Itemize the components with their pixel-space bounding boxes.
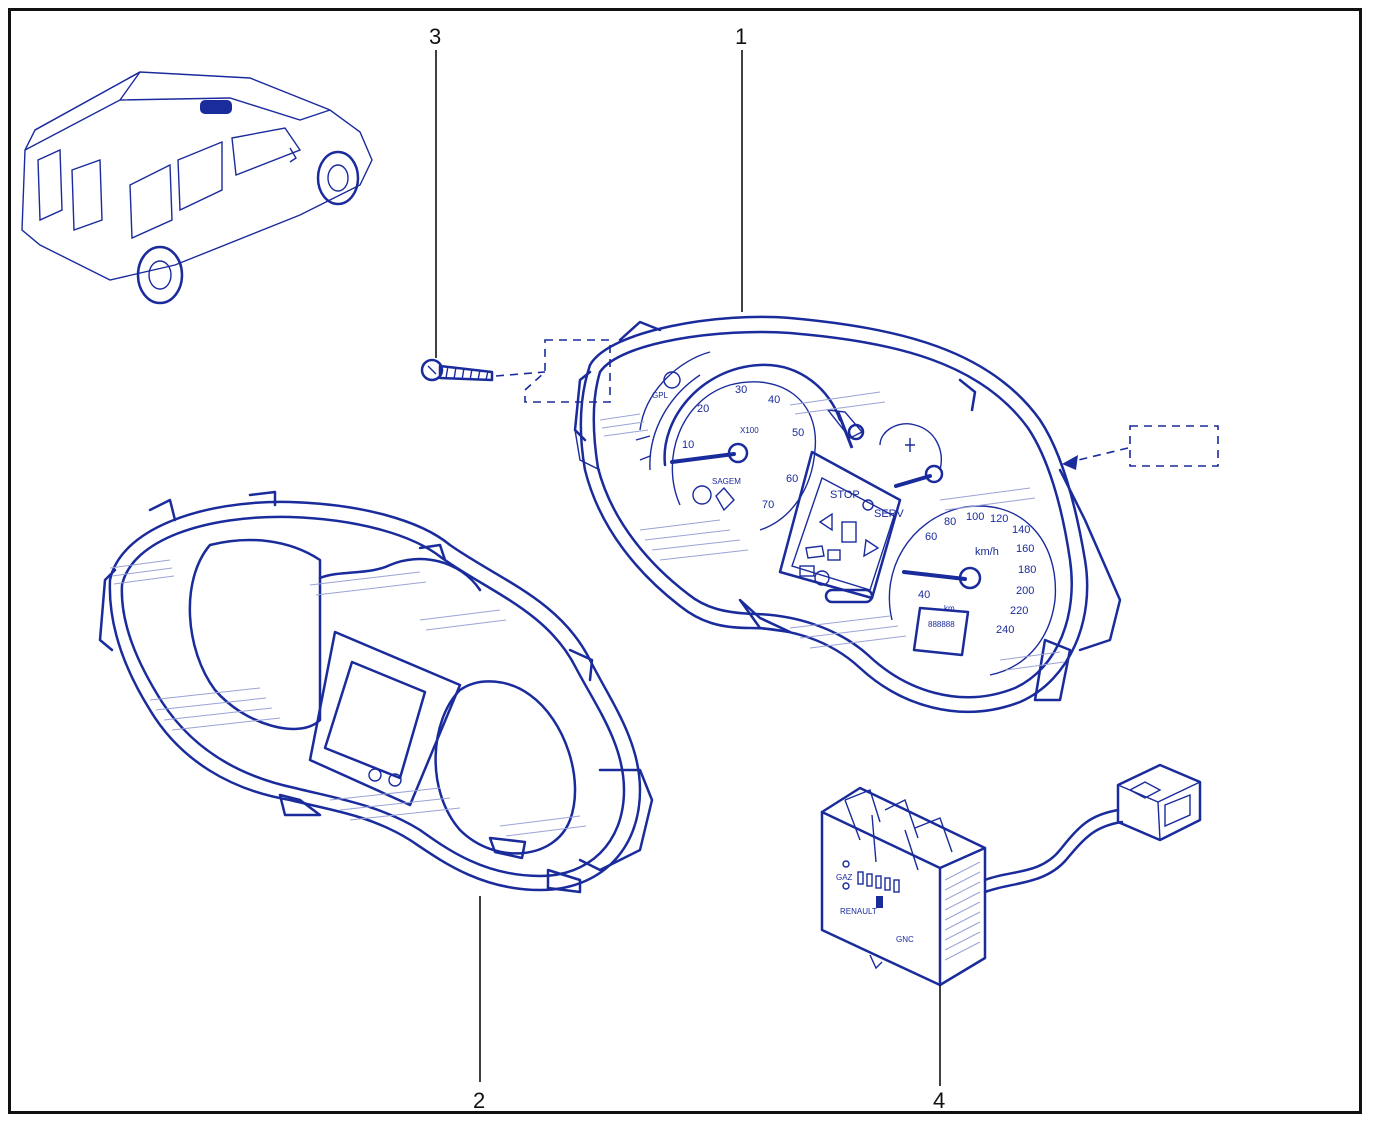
fuel-indicator — [826, 409, 865, 449]
mounting-screw — [420, 358, 546, 382]
brake-warning-icon — [814, 570, 830, 586]
gas-control-module: GAZ RENAULT GNC — [820, 763, 1202, 987]
tach-tick-30: 30 — [735, 384, 747, 396]
turn-right-arrow-icon — [863, 538, 880, 558]
fuel-pump-icon — [841, 521, 857, 543]
speed-tick-240: 240 — [996, 624, 1014, 636]
stop-indicator-label: STOP — [830, 489, 860, 501]
vehicle-thumbnail — [21, 71, 373, 305]
gauge-segment-4 — [884, 877, 891, 891]
connector-arrow-line — [1069, 447, 1129, 463]
display-screen — [323, 660, 427, 780]
service-indicator-lamp — [862, 499, 874, 511]
diagram-frame — [8, 8, 1362, 1114]
speed-tick-80: 80 — [944, 516, 956, 528]
warning-light-panel: STOP SERV — [778, 450, 904, 604]
gas-module-side-shading — [944, 861, 981, 961]
gas-led-bottom — [842, 882, 850, 890]
speed-tick-220: 220 — [1010, 605, 1028, 617]
coolant-icon — [905, 438, 915, 452]
housing-shading — [109, 559, 587, 837]
callout-4: 4 — [933, 1088, 945, 1113]
odometer-window — [912, 606, 970, 657]
odometer-unit: km — [944, 604, 955, 613]
oil-pressure-icon — [805, 545, 825, 559]
tach-tick-40: 40 — [768, 394, 780, 406]
tach-tick-50: 50 — [792, 427, 804, 439]
service-indicator-label: SERV — [874, 508, 904, 520]
callout-2: 2 — [473, 1088, 485, 1113]
tachometer: 10 20 30 40 50 60 70 X100 SAGEM GPL — [635, 371, 804, 512]
wire-harness-connector — [1116, 763, 1202, 842]
speedometer: 40 60 80 100 120 140 160 180 200 220 240… — [888, 505, 1057, 676]
temperature-gauge — [879, 423, 944, 488]
speed-tick-180: 180 — [1018, 564, 1036, 576]
cluster-front-shading — [599, 391, 1065, 671]
instrument-cluster-housing — [98, 490, 654, 894]
adjust-knob-left — [368, 768, 382, 782]
speed-tick-140: 140 — [1012, 524, 1030, 536]
tach-tick-60: 60 — [786, 473, 798, 485]
callout-3: 3 — [429, 24, 441, 49]
gas-led-top — [842, 860, 850, 868]
speed-unit: km/h — [975, 546, 999, 558]
speed-tick-200: 200 — [1016, 585, 1034, 597]
speed-tick-120: 120 — [990, 513, 1008, 525]
gauge-segment-1 — [857, 871, 864, 885]
odometer-value: 888888 — [928, 620, 955, 629]
speed-tick-100: 100 — [966, 511, 984, 523]
speed-tick-160: 160 — [1016, 543, 1034, 555]
side-indicator-icons — [635, 435, 651, 461]
tach-tick-70: 70 — [762, 499, 774, 511]
turn-left-arrow-icon — [818, 512, 833, 532]
callout-labels: 1 2 3 4 — [429, 24, 945, 1113]
reset-button — [824, 588, 874, 604]
battery-icon — [799, 565, 815, 577]
tach-needle — [670, 452, 736, 464]
speed-tick-60: 60 — [925, 531, 937, 543]
gas-module-code: GNC — [896, 935, 914, 944]
glow-plug-icon — [827, 549, 841, 561]
display-window — [308, 630, 462, 807]
adjust-knob-right — [388, 773, 402, 787]
connector-location-hint — [1129, 425, 1219, 467]
side-label-gpl: GPL — [652, 391, 669, 400]
instrument-cluster-front: 10 20 30 40 50 60 70 X100 SAGEM GPL — [573, 315, 1122, 714]
leader-lines — [435, 50, 941, 1086]
gas-label: GAZ — [836, 873, 853, 882]
tach-multiplier: X100 — [740, 426, 759, 435]
warning-lamp-icon — [663, 371, 681, 389]
engine-warning-icon — [715, 486, 735, 512]
tach-tick-20: 20 — [697, 403, 709, 415]
connector-arrow-head — [1062, 455, 1078, 470]
abs-warning-icon — [692, 485, 712, 505]
gas-module-brand: RENAULT — [840, 907, 877, 916]
screw-location-hint — [524, 339, 611, 403]
gauge-segment-5 — [893, 879, 900, 893]
tach-brand: SAGEM — [712, 477, 741, 486]
selector-switch — [876, 896, 883, 908]
gauge-segment-2 — [866, 873, 873, 887]
speed-needle — [902, 570, 967, 581]
speed-tick-40: 40 — [918, 589, 930, 601]
dashboard-location-marker — [200, 100, 232, 114]
callout-1: 1 — [735, 24, 747, 49]
tach-tick-10: 10 — [682, 439, 694, 451]
gauge-segment-3 — [875, 875, 882, 889]
